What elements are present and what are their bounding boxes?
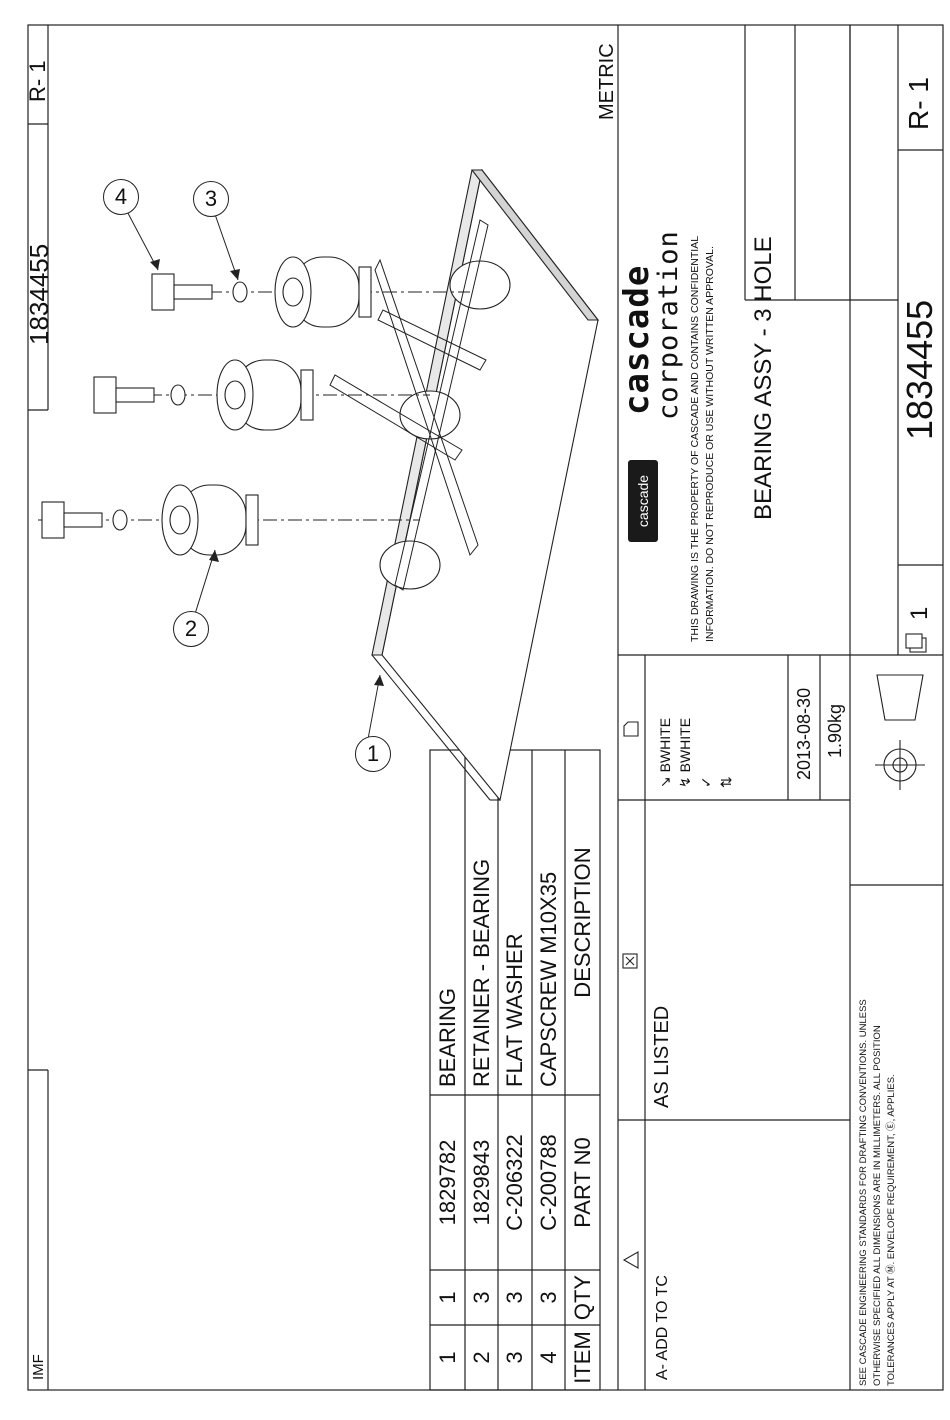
title-revision: R- 1 [903,77,934,130]
sheet-number: 1 [906,606,933,620]
plate-holes [379,260,511,590]
checked-by: BWHITE [677,717,694,773]
revision-note: A- ADD TO TC [654,1275,671,1380]
company-logo-badge: cascade [628,460,658,542]
retainer-rings [161,256,372,556]
drawing-date: 2013-08-30 [794,687,814,780]
transfer-row: ⇅ [716,718,736,788]
drawn-icon: ↘ [657,776,673,788]
drafting-notes: SEE CASCADE ENGINEERING STANDARDS FOR DR… [857,891,898,1386]
third-angle-projection-icon [875,674,925,790]
note-line-3: TOLERANCES APPLY AT Ⓜ. ENVELOPE REQUIREM… [885,1074,897,1386]
approvals: ↘ BWHITE ↯ BWHITE ✓ ⇅ [655,718,736,788]
confidential-line-2: INFORMATION. DO NOT REPRODUCE OR USE WIT… [704,246,716,642]
document-icon [623,721,639,737]
title-drawing-number: 1834455 [899,299,940,440]
note-line-2: OTHERWISE SPECIFIED ALL DIMENSIONS ARE I… [871,1025,883,1386]
transfer-arrows-icon: ⇅ [717,776,734,788]
capscrews [41,273,213,539]
washers [112,281,248,531]
checked-by-row: ↯ BWHITE [675,718,695,788]
approved-row: ✓ [696,718,716,788]
groove-pattern [329,219,489,591]
material-value: AS LISTED [651,1005,673,1108]
company-subtitle: corporation [653,230,684,420]
checked-icon: ↯ [677,776,694,788]
drawn-by-row: ↘ BWHITE [655,718,675,788]
company-wordmark: cascade [617,264,657,415]
drawing-title: BEARING ASSY - 3 HOLE [750,236,777,520]
drawn-by: BWHITE [657,717,673,773]
revision-triangle-icon [622,1251,639,1269]
drawing-weight: 1.90kg [825,703,845,758]
material-checkbox-icon [622,953,638,969]
confidential-line-1: THIS DRAWING IS THE PROPERTY OF CASCADE … [689,235,701,642]
approved-check-icon: ✓ [697,776,714,788]
company-logo-badge-text: cascade [635,474,651,528]
note-line-1: SEE CASCADE ENGINEERING STANDARDS FOR DR… [858,999,869,1386]
